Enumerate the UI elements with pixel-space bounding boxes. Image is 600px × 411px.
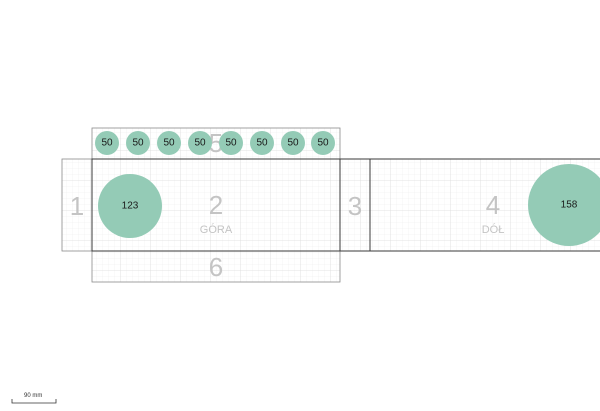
panel-3: 3 xyxy=(339,158,371,252)
hole-50: 50 xyxy=(219,131,243,155)
scale-bar-label: 90 mm xyxy=(24,393,42,399)
hole-label: 50 xyxy=(256,138,268,149)
hole-50: 50 xyxy=(311,131,335,155)
panel-1: 1 xyxy=(61,158,93,252)
panel-3-number: 3 xyxy=(348,191,362,221)
panel-2-number: 2 xyxy=(209,190,223,220)
hole-label: 50 xyxy=(163,138,175,149)
small-holes-row: 50 50 50 50 50 50 xyxy=(95,131,335,155)
panel-4-subtitle: DÓŁ xyxy=(482,223,505,236)
panel-4-number: 4 xyxy=(486,190,500,220)
scale-bar: 90 mm xyxy=(11,393,57,404)
panel-2-subtitle: GÓRA xyxy=(200,223,233,236)
hole-50: 50 xyxy=(126,131,150,155)
hole-158: 158 xyxy=(528,164,600,246)
hole-158-label: 158 xyxy=(561,200,578,211)
hole-label: 50 xyxy=(287,138,299,149)
hole-50: 50 xyxy=(250,131,274,155)
hole-label: 50 xyxy=(317,138,329,149)
hole-label: 50 xyxy=(194,138,206,149)
hole-label: 50 xyxy=(132,138,144,149)
hole-label: 50 xyxy=(225,138,237,149)
panel-6: 6 xyxy=(91,250,341,283)
panel-6-number: 6 xyxy=(209,252,223,282)
hole-123: 123 xyxy=(98,174,162,238)
hole-123-label: 123 xyxy=(122,201,139,212)
hole-label: 50 xyxy=(101,138,113,149)
hole-50: 50 xyxy=(281,131,305,155)
panel-5-number: 5 xyxy=(209,128,223,158)
hole-50: 50 xyxy=(157,131,181,155)
hole-50: 50 xyxy=(188,131,212,155)
panel-1-number: 1 xyxy=(70,191,84,221)
hole-50: 50 xyxy=(95,131,119,155)
